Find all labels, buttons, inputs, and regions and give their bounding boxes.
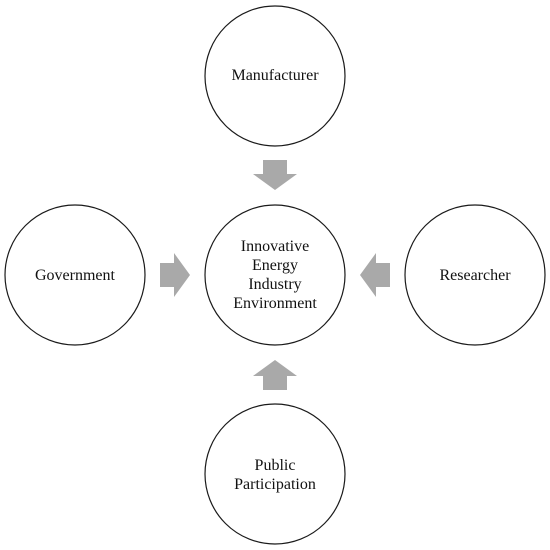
public-participation-label: Public Participation bbox=[234, 457, 316, 493]
manufacturer-circle bbox=[204, 5, 346, 147]
center-circle bbox=[204, 204, 346, 346]
researcher-circle bbox=[404, 204, 546, 346]
arrow-up-icon bbox=[253, 360, 297, 390]
arrow-left-icon bbox=[360, 253, 390, 297]
arrow-right-icon bbox=[160, 253, 190, 297]
manufacturer-label: Manufacturer bbox=[231, 66, 319, 84]
public-participation-circle bbox=[204, 403, 346, 545]
government-circle bbox=[4, 204, 146, 346]
center-label: Innovative Energy Industry Environment bbox=[233, 238, 317, 312]
government-label: Government bbox=[35, 266, 115, 284]
researcher-label: Researcher bbox=[439, 266, 511, 284]
arrow-down-icon bbox=[253, 160, 297, 190]
